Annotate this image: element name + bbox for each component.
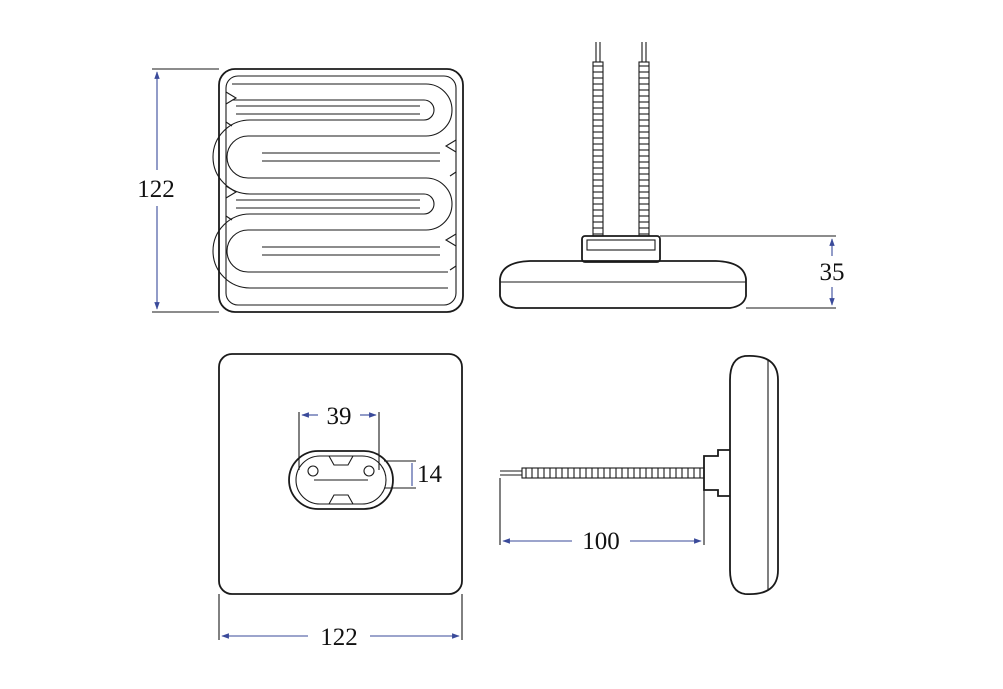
dimension-side-height: 35 bbox=[660, 235, 845, 309]
side-view bbox=[499, 42, 747, 309]
dimension-cable-length: 100 bbox=[499, 478, 705, 555]
serpentine-channel-groove-1 bbox=[236, 105, 420, 115]
cable-lead-wire bbox=[595, 42, 601, 62]
serpentine-channel-groove-2 bbox=[236, 152, 440, 256]
profile-view-connector bbox=[703, 449, 730, 497]
side-view-base bbox=[499, 260, 747, 309]
cable-lead-wire bbox=[641, 42, 647, 62]
profile-view-cable bbox=[500, 467, 705, 479]
dimension-label-opening-height: 14 bbox=[417, 461, 443, 488]
cable-sleeve bbox=[638, 61, 650, 237]
dimension-label-cable-length: 100 bbox=[582, 528, 620, 555]
top-view bbox=[212, 68, 464, 313]
top-view-outer-outline bbox=[218, 68, 464, 313]
serpentine-channel-inner bbox=[212, 99, 448, 289]
dimension-top-height: 122 bbox=[137, 68, 219, 313]
side-view-cables bbox=[592, 42, 650, 237]
dimension-label-side-height: 35 bbox=[820, 259, 845, 286]
side-view-connector-cap bbox=[586, 239, 656, 251]
opening-bar bbox=[328, 455, 354, 505]
right-edge-tabs bbox=[444, 139, 457, 271]
dimension-opening-height: 14 bbox=[384, 460, 443, 489]
serpentine-channel-outer bbox=[226, 83, 453, 273]
opening-outer bbox=[288, 450, 394, 510]
top-view-inner-outline bbox=[225, 75, 457, 306]
dimension-label-top-height: 122 bbox=[137, 176, 175, 203]
cable-sleeve bbox=[592, 61, 604, 237]
dimension-label-opening-width: 39 bbox=[327, 403, 352, 430]
bottom-view-outline bbox=[218, 353, 463, 595]
left-edge-tabs bbox=[225, 91, 238, 221]
profile-cable-sleeve bbox=[521, 467, 705, 479]
dimension-label-bottom-width: 122 bbox=[320, 624, 358, 651]
profile-lead-wire bbox=[500, 470, 522, 476]
dimension-opening-width: 39 bbox=[298, 403, 380, 470]
dimension-bottom-width: 122 bbox=[218, 594, 463, 651]
side-view-connector bbox=[581, 235, 661, 263]
profile-view-body bbox=[729, 355, 779, 595]
screw-left-icon bbox=[307, 465, 319, 477]
screw-right-icon bbox=[363, 465, 375, 477]
profile-view bbox=[500, 355, 779, 595]
